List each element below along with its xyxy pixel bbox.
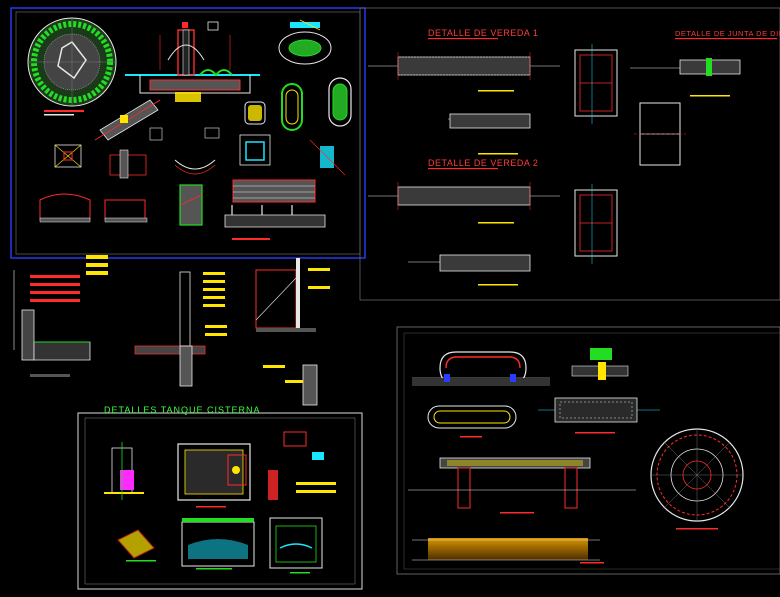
oval-planter-plan: [427, 405, 517, 438]
oval-planter-section: [412, 351, 550, 386]
drain-detail: [571, 348, 629, 380]
vereda-2-section: [368, 182, 560, 286]
planter-section-detail: [125, 21, 260, 102]
label-detalle-junta: DETALLE DE JUNTA DE DILATACION: [675, 29, 780, 38]
column-base-details: [54, 127, 346, 179]
vereda-plan-views: [574, 44, 618, 264]
sheet-frame-bottom-right: [396, 326, 780, 575]
tanque-section-a: [181, 518, 255, 570]
sheet-frame-bottom-left: [77, 412, 363, 590]
junta-dilatacion-detail: [630, 58, 741, 166]
planter-plan-detail: [27, 17, 117, 116]
fountain-plan-detail: [278, 19, 332, 65]
label-detalle-vereda-2: DETALLE DE VEREDA 2: [428, 158, 538, 168]
sheet-frame-top-left: [10, 7, 366, 259]
stair-section-detail: [255, 258, 330, 406]
tanque-pump-detail: [268, 431, 336, 500]
wall-section-detail: [13, 255, 108, 377]
sheet-frame-top-right: [359, 7, 780, 301]
bench-long-section: [408, 457, 636, 514]
label-detalle-vereda-1: DETALLE DE VEREDA 1: [428, 28, 538, 38]
bench-and-roof-details: [39, 179, 326, 240]
vereda-1-section: [368, 52, 560, 155]
slope-detail: [94, 99, 161, 141]
sheet-frame-bottom-right-inner: [403, 332, 780, 570]
section-aa-detail: [538, 397, 660, 434]
tanque-plan-view: [177, 443, 251, 508]
tanque-detail-valve: [104, 442, 144, 500]
oval-planter-details: [244, 77, 352, 131]
tanque-section-b: [269, 517, 323, 574]
sheet-frame-bottom-left-inner: [84, 417, 356, 585]
tanque-fitting-detail: [117, 529, 156, 562]
round-basin-plan: [650, 428, 744, 530]
label-detalles-tanque-cisterna: DETALLES TANQUE CISTERNA: [104, 405, 261, 415]
column-section-detail: [134, 271, 227, 387]
basin-section-detail: [412, 538, 604, 564]
